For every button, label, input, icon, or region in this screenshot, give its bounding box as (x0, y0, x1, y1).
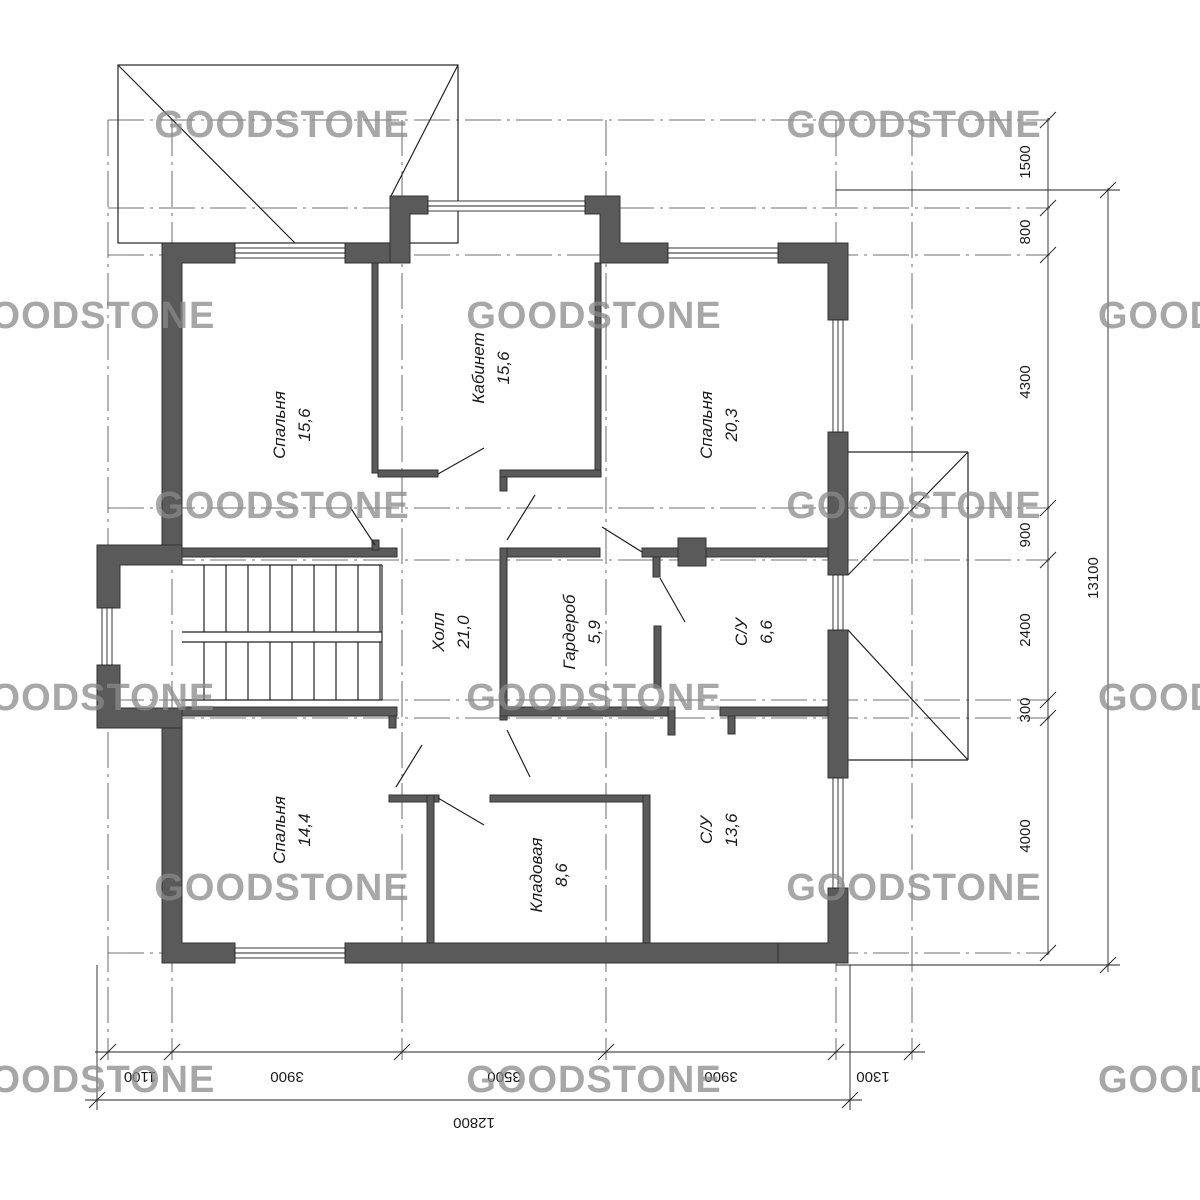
room-area: 8,6 (552, 863, 571, 887)
windows (101, 200, 844, 959)
interior-walls (181, 262, 829, 944)
dim-bottom-total: 12800 (453, 1114, 495, 1131)
dimension-lines-right (836, 111, 1120, 974)
dim-bottom-3900-b: 3900 (704, 1068, 737, 1085)
dim-bottom-1100: 1100 (124, 1068, 156, 1085)
dimension-labels-bottom: 1100 3900 3500 3900 1300 12800 (124, 1068, 890, 1131)
watermark: GOODSTONE (154, 104, 409, 146)
dim-bottom-3500: 3500 (487, 1068, 520, 1085)
room-area: 15,6 (295, 408, 314, 442)
dim-right-2400: 2400 (1017, 613, 1034, 646)
doors (349, 447, 686, 826)
room-area: 13,6 (722, 813, 741, 847)
room-name: С/У (732, 616, 751, 646)
axis-lines (107, 119, 1050, 1060)
dimension-labels-right: 1500 800 4300 900 2400 300 4000 13100 (1017, 145, 1102, 852)
watermark: GOODSTONE (466, 677, 721, 719)
room-area: 5,9 (585, 620, 604, 644)
watermark: GOODSTONE (786, 485, 1041, 527)
watermark: GOODSTONE (1098, 677, 1200, 719)
watermark: GOODSTONE (1098, 295, 1200, 337)
terrace-right (847, 451, 969, 761)
room-area: 6,6 (757, 620, 776, 644)
room-bathroom-1: С/У 6,6 (732, 616, 776, 646)
room-area: 14,4 (295, 813, 314, 846)
watermarks: GOODSTONE GOODSTONE GOODSTONE GOODSTONE … (0, 104, 1200, 1101)
watermark: GOODSTONE (0, 295, 215, 337)
dim-right-800: 800 (1017, 219, 1034, 244)
room-name: Спальня (270, 796, 289, 864)
dim-right-900: 900 (1017, 522, 1034, 547)
room-area: 20,3 (722, 408, 741, 443)
room-area: 21,0 (454, 615, 473, 650)
watermark: GOODSTONE (786, 867, 1041, 909)
room-bedroom-1: Спальня 15,6 (270, 391, 314, 459)
room-area: 15,6 (494, 351, 513, 385)
room-name: Спальня (697, 391, 716, 459)
watermark: GOODSTONE (154, 485, 409, 527)
room-wardrobe: Гардероб 5,9 (560, 593, 604, 669)
watermark: GOODSTONE (466, 1059, 721, 1101)
dim-right-4000: 4000 (1017, 819, 1034, 852)
room-name: С/У (697, 814, 716, 844)
room-bathroom-2: С/У 13,6 (697, 813, 741, 847)
room-name: Гардероб (560, 593, 579, 669)
exterior-walls (96, 195, 849, 964)
room-storage: Кладовая 8,6 (527, 838, 571, 913)
watermark: GOODSTONE (0, 677, 215, 719)
watermark: GOODSTONE (466, 295, 721, 337)
dim-right-1500: 1500 (1017, 145, 1034, 178)
room-office: Кабинет 15,6 (469, 332, 513, 403)
dim-bottom-3900: 3900 (270, 1068, 303, 1085)
dimension-lines-bottom (85, 965, 925, 1110)
dim-bottom-1300: 1300 (856, 1068, 889, 1085)
watermark: GOODSTONE (154, 867, 409, 909)
room-name: Спальня (270, 391, 289, 459)
room-name: Холл (429, 612, 448, 653)
watermark: GOODSTONE (786, 104, 1041, 146)
dim-right-300: 300 (1017, 697, 1034, 722)
dim-right-4300: 4300 (1017, 365, 1034, 398)
terrace-top (117, 64, 459, 244)
room-name: Кладовая (527, 838, 546, 913)
room-bedroom-2: Спальня 20,3 (697, 391, 741, 459)
staircase (182, 564, 383, 701)
watermark: GOODSTONE (0, 1059, 215, 1101)
room-name: Кабинет (469, 332, 488, 403)
room-labels: Спальня 15,6 Кабинет 15,6 Спальня 20,3 Х… (270, 332, 776, 912)
room-hall: Холл 21,0 (429, 612, 473, 653)
dim-right-total: 13100 (1085, 557, 1102, 599)
watermark: GOODSTONE (1098, 1059, 1200, 1101)
room-bedroom-3: Спальня 14,4 (270, 796, 314, 864)
